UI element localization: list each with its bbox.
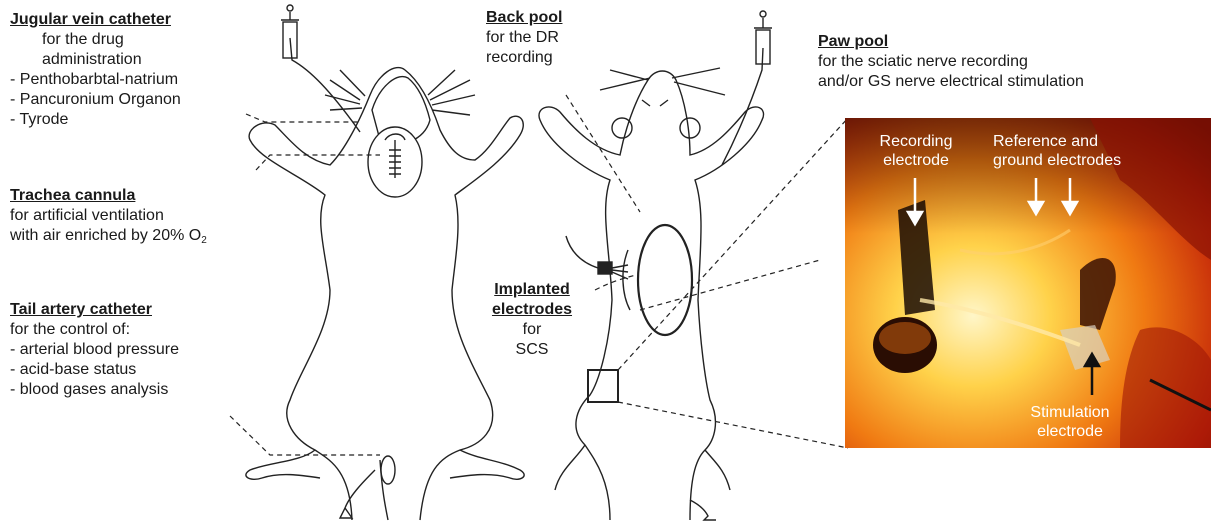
- trachea-line-2: with air enriched by 20% O2: [10, 226, 207, 251]
- photo-label-line: Reference and: [993, 132, 1121, 151]
- paw-pool-line: and/or GS nerve electrical stimulation: [818, 72, 1084, 92]
- reference-electrode-label: Reference and ground electrodes: [993, 132, 1121, 170]
- right-rat-figure: [539, 11, 772, 520]
- tail-line: - arterial blood pressure: [10, 340, 179, 360]
- jugular-title: Jugular vein catheter: [10, 10, 181, 30]
- drug-item: - Penthobarbtal-natrium: [10, 70, 181, 90]
- back-pool-line: recording: [486, 48, 562, 68]
- jugular-line-2: administration: [10, 50, 181, 70]
- trachea-line-2-subscript: 2: [201, 235, 207, 246]
- drug-item: - Pancuronium Organon: [10, 90, 181, 110]
- back-pool-block: Back pool for the DR recording: [486, 8, 562, 68]
- stimulation-electrode-label: Stimulation electrode: [1010, 403, 1130, 441]
- photo-label-line: electrode: [1010, 422, 1130, 441]
- tail-line: - acid-base status: [10, 360, 179, 380]
- photo-label-line: Stimulation: [1010, 403, 1130, 422]
- jugular-line-1: for the drug: [10, 30, 181, 50]
- paw-pool-block: Paw pool for the sciatic nerve recording…: [818, 32, 1084, 92]
- recording-electrode-label: Recording electrode: [866, 132, 966, 170]
- implanted-title-1: Implanted: [476, 280, 588, 300]
- photo-label-line: electrode: [866, 151, 966, 170]
- trachea-block: Trachea cannula for artificial ventilati…: [10, 186, 207, 251]
- left-rat-figure: [246, 5, 524, 520]
- trachea-line-2-text: with air enriched by 20% O: [10, 227, 201, 244]
- back-pool-line: for the DR: [486, 28, 562, 48]
- photo-label-line: Recording: [866, 132, 966, 151]
- implanted-block: Implanted electrodes for SCS: [476, 280, 588, 360]
- jugular-block: Jugular vein catheter for the drug admin…: [10, 10, 181, 130]
- photo-label-line: ground electrodes: [993, 151, 1121, 170]
- drug-item: - Tyrode: [10, 110, 181, 130]
- paw-pool-line: for the sciatic nerve recording: [818, 52, 1084, 72]
- tail-line: - blood gases analysis: [10, 380, 179, 400]
- trachea-line-1: for artificial ventilation: [10, 206, 207, 226]
- implanted-line: SCS: [476, 340, 588, 360]
- implanted-title-2: electrodes: [476, 300, 588, 320]
- trachea-title: Trachea cannula: [10, 186, 207, 206]
- leader-lines: [230, 95, 848, 455]
- tail-title: Tail artery catheter: [10, 300, 179, 320]
- paw-pool-title: Paw pool: [818, 32, 1084, 52]
- back-pool-title: Back pool: [486, 8, 562, 28]
- tail-block: Tail artery catheter for the control of:…: [10, 300, 179, 400]
- tail-line: for the control of:: [10, 320, 179, 340]
- implanted-line: for: [476, 320, 588, 340]
